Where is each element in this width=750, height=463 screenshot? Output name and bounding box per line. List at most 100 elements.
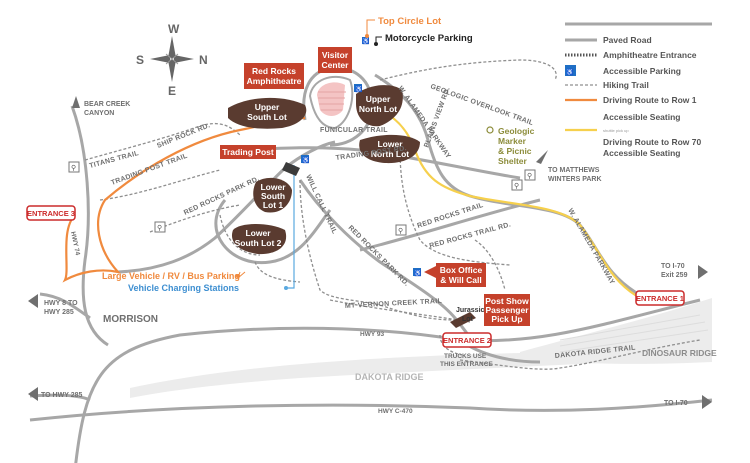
hwy-93-road — [74, 298, 701, 463]
legend: Paved Road Amphitheatre Entrance Accessi… — [565, 22, 712, 158]
place-trucks-2: THIS ENTRANCE — [440, 361, 493, 368]
hwy8-arrow-icon — [28, 294, 38, 308]
hwy285-arrow-icon — [28, 387, 38, 401]
legend-accessible-parking: Accessible Parking — [603, 66, 681, 76]
place-to-i70-exit-2: Exit 259 — [661, 272, 688, 279]
legend-driving-row-70-1: Driving Route to Row 70 — [603, 137, 702, 147]
svg-text:Red Rocks: Red Rocks — [252, 66, 296, 76]
svg-text:Motorcycle Parking: Motorcycle Parking — [385, 33, 473, 44]
lot-lower-south-1-label-3: Lot 1 — [263, 200, 284, 210]
svg-text:ENTRANCE 1: ENTRANCE 1 — [636, 294, 684, 303]
compass-e: E — [168, 84, 176, 98]
hiker-icons — [68, 161, 536, 236]
svg-text:♿: ♿ — [355, 85, 363, 93]
svg-text:♿: ♿ — [566, 68, 574, 76]
svg-text:Passenger: Passenger — [486, 305, 530, 315]
svg-text:ENTRANCE 3: ENTRANCE 3 — [27, 209, 75, 218]
entrance-3-marker: ENTRANCE 3 — [26, 205, 76, 221]
place-bear-creek-2: CANYON — [84, 110, 114, 117]
place-geologic-marker-3: & Picnic — [498, 146, 532, 156]
callout-red-rocks-amphitheatre: Red Rocks Amphitheatre — [244, 63, 304, 89]
svg-text:Trading Post: Trading Post — [222, 147, 274, 157]
compass-n: N — [199, 53, 208, 67]
label-hwy-74: HWY 74 — [69, 231, 81, 256]
legend-driving-row-70-2: Accessible Seating — [603, 148, 680, 158]
lot-lower-south-1-label-2: South — [261, 191, 285, 201]
lot-upper-south-label-1: Upper — [255, 102, 280, 112]
red-rocks-park-rd — [117, 140, 336, 274]
svg-text:& Will Call: & Will Call — [440, 275, 481, 285]
label-hwy-c470: HWY C-470 — [378, 408, 413, 415]
label-red-rocks-park-rd: RED ROCKS PARK RD. — [183, 176, 261, 217]
amphitheatre-loop — [302, 66, 374, 147]
label-hwy-93: HWY 93 — [360, 331, 384, 338]
callout-box-office: Box Office & Will Call — [424, 263, 486, 287]
place-trucks-1: TRUCKS USE — [444, 353, 487, 360]
svg-text:ENTRANCE 2: ENTRANCE 2 — [443, 336, 491, 345]
dinosaur-ridge-band — [520, 298, 712, 364]
hwy-74-road — [70, 105, 109, 347]
bear-creek-arrow-icon — [72, 96, 80, 108]
entrance-2-marker: ENTRANCE 2 — [442, 332, 492, 348]
place-dakota-ridge: DAKOTA RIDGE — [355, 372, 424, 382]
hiker-glyphs: ⚲⚲⚲⚲⚲ — [71, 164, 532, 235]
lot-jurassic-label-1: Jurassic — [456, 307, 485, 314]
label-funicular-trail: FUNICULAR TRAIL — [320, 127, 388, 134]
entrance-1-marker: ENTRANCE 1 — [635, 290, 685, 306]
amphitheatre-shape — [308, 75, 354, 130]
lower-south-loop — [214, 199, 332, 265]
label-will-call-trail: WILL CALL TRAIL — [304, 174, 338, 236]
legend-hiking-trail: Hiking Trail — [603, 80, 649, 90]
svg-text:Post Show: Post Show — [485, 296, 529, 306]
place-hwy8-2: HWY 285 — [44, 309, 74, 316]
svg-text:Box Office: Box Office — [440, 265, 483, 275]
lower-south-lot-2 — [231, 224, 287, 255]
callout-top-circle-lot: Top Circle Lot — [365, 16, 442, 38]
ridge-stripes — [559, 314, 709, 353]
charging-pointer-line — [286, 165, 295, 289]
lower-south-lot-1 — [253, 177, 292, 213]
i70-exit-arrow-icon — [698, 265, 708, 279]
lot-upper-north-label-1: Upper — [366, 94, 391, 104]
lot-upper-north-label-2: North Lot — [359, 104, 397, 114]
svg-text:Top Circle Lot: Top Circle Lot — [378, 16, 442, 27]
place-geologic-marker-2: Marker — [498, 136, 527, 146]
legend-driving-row-1: Driving Route to Row 1 — [603, 95, 697, 105]
callout-post-show: Post Show Passenger Pick Up — [484, 294, 530, 326]
compass-s: S — [136, 53, 144, 67]
legend-paved-road: Paved Road — [603, 35, 652, 45]
lot-lower-south-2-label-2: South Lot 2 — [235, 238, 282, 248]
svg-text:Vehicle Charging Stations: Vehicle Charging Stations — [128, 283, 239, 293]
upper-north-lot — [356, 85, 403, 127]
compass-rose — [150, 36, 194, 82]
svg-text:⚲: ⚲ — [514, 182, 519, 190]
label-ship-rock-rd: SHIP ROCK RD. — [156, 122, 211, 150]
place-morrison: MORRISON — [103, 314, 158, 325]
lot-lower-north-label-1: Lower — [377, 139, 403, 149]
trading-post-building — [282, 162, 300, 176]
place-bear-creek-1: BEAR CREEK — [84, 101, 130, 108]
place-matthews-2: WINTERS PARK — [548, 176, 602, 183]
callout-motorcycle-parking: Motorcycle Parking — [374, 33, 473, 46]
red-rocks-park-rd-south — [298, 179, 474, 342]
upper-south-lot — [228, 97, 307, 129]
lot-lower-north-label-2: North Lot — [371, 149, 409, 159]
compass-w: W — [168, 22, 180, 36]
place-geologic-marker-1: Geologic — [498, 126, 535, 136]
svg-text:Large Vehicle / RV / Bus Parki: Large Vehicle / RV / Bus Parking — [102, 271, 240, 281]
svg-text:Center: Center — [322, 60, 350, 70]
place-to-i70-exit-1: TO I-70 — [661, 263, 685, 270]
label-w-alameda-parkway-2: W. ALAMEDA PARKWAY — [566, 208, 615, 286]
callout-charging: Vehicle Charging Stations — [128, 283, 288, 293]
legend-small-note: shuttle pick up — [603, 128, 629, 133]
label-mt-vernon-creek: MT VERNON CREEK TRAIL — [345, 298, 443, 310]
lower-north-lot — [359, 134, 420, 164]
svg-text:⚲: ⚲ — [527, 172, 532, 180]
place-matthews-1: TO MATTHEWS — [548, 167, 600, 174]
svg-text:⚲: ⚲ — [157, 224, 162, 232]
svg-text:Visitor: Visitor — [322, 50, 349, 60]
place-hwy8-1: HWY 8 TO — [44, 300, 78, 307]
hwy-c470-road — [29, 398, 713, 422]
accessible-glyphs: ♿♿♿♿♿ — [302, 37, 574, 277]
svg-text:♿: ♿ — [362, 37, 370, 45]
